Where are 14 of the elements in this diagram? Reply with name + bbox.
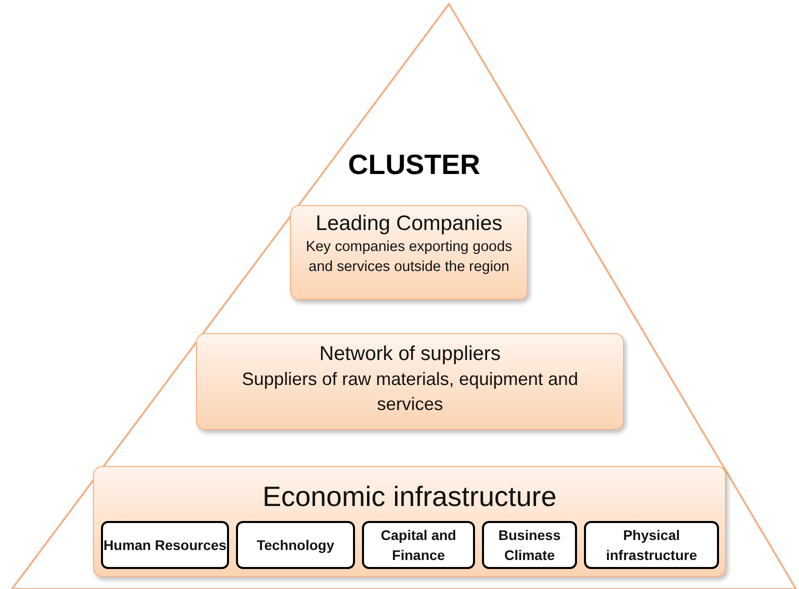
tier-description: Suppliers of raw materials, equipment and services xyxy=(240,368,580,416)
factor-label: Technology xyxy=(236,521,355,569)
tier-box xyxy=(196,333,624,430)
factor-label: Business Climate xyxy=(482,521,577,569)
tier-heading: Network of suppliers xyxy=(318,342,502,367)
factor-label: Capital and Finance xyxy=(362,521,475,569)
factor-label: Human Resources xyxy=(101,521,229,569)
tier-description: Key companies exporting goods and services outside the region xyxy=(304,238,514,277)
tier-box xyxy=(93,466,726,577)
tier-heading: Leading Companies xyxy=(314,211,504,237)
factor-label: Physical infrastructure xyxy=(584,521,719,569)
tier-heading: Economic infrastructure xyxy=(261,480,558,514)
tier-box xyxy=(290,205,528,300)
pyramid-title: CLUSTER xyxy=(348,148,478,182)
